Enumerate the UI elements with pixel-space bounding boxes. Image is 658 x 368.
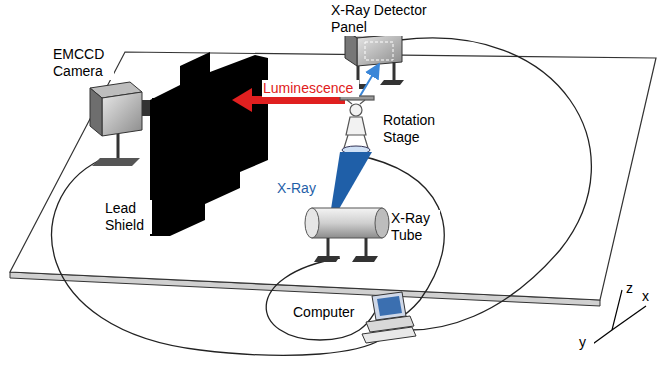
xray-tube-label: X-Ray Tube xyxy=(390,210,440,244)
axis-z-label: z xyxy=(625,280,641,297)
lead-shield-label: Lead Shield xyxy=(104,200,152,234)
axis-y-label: y xyxy=(578,334,594,351)
detector-label: X-Ray Detector Panel xyxy=(330,2,440,36)
luminescence-label: Luminescence xyxy=(262,80,359,97)
computer-label: Computer xyxy=(292,304,364,321)
camera-label: EMCCD Camera xyxy=(52,46,114,80)
axis-x-label: x xyxy=(641,288,655,305)
rotation-stage-label: Rotation Stage xyxy=(382,112,450,146)
xray-beam-label: X-Ray xyxy=(276,180,328,197)
